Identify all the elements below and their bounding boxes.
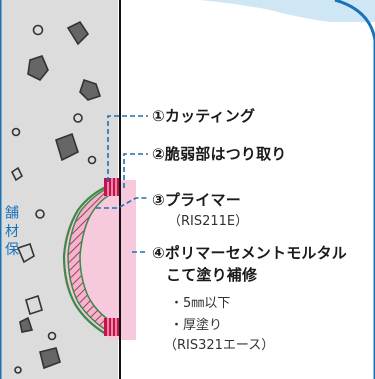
cut-block-top (104, 178, 120, 196)
note-coat: ・厚塗り (170, 318, 223, 333)
step-primer-label: ③プライマー (152, 191, 241, 209)
primer-layer (62, 184, 109, 335)
mortar-product-label: （RIS321エース） (164, 338, 275, 353)
leader-lines (96, 115, 148, 253)
step-mortar-label: ④ポリマーセメントモルタル (152, 244, 348, 262)
side-caption: 舗 材 保 (3, 205, 19, 256)
cut-block-bottom (104, 318, 120, 336)
aggregate-stones (10, 20, 102, 374)
header-strip (200, 0, 375, 22)
primer-product-label: （RIS211E） (168, 214, 249, 229)
frame-curve (334, 0, 375, 379)
step-cutting-label: ①カッティング (152, 107, 256, 125)
mortar-zone (118, 180, 136, 340)
note-thickness: ・5㎜以下 (170, 296, 231, 311)
step-removal-label: ②脆弱部はつり取り (152, 145, 287, 163)
step-mortar-method-label: こて塗り補修 (166, 266, 258, 284)
